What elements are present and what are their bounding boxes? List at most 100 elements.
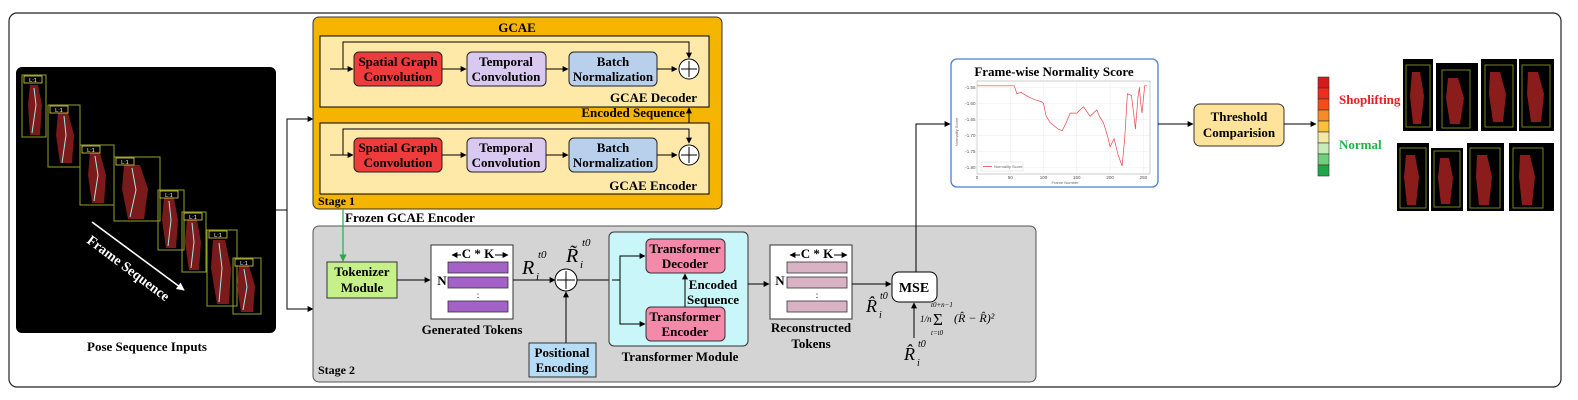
chart-xtick-label: 100 [1040, 175, 1048, 180]
formula-sum-bot: t=t0 [931, 329, 944, 337]
frame-sequence-arrow [91, 221, 185, 291]
frame-tag-text: L:1 [55, 108, 63, 114]
frame-tag [49, 105, 69, 114]
formula-sigma: Σ [933, 310, 943, 329]
positional-label: Positional [535, 345, 590, 360]
frozen-encoder-label: Frozen GCAE Encoder [345, 210, 475, 225]
mse-to-chart-arrow [915, 121, 951, 272]
skeleton [93, 155, 99, 202]
transformer-encoded-label: Encoded [689, 277, 738, 292]
thumbnail-figure [1476, 155, 1492, 205]
scale-cell [1317, 87, 1330, 100]
transformer-decoder-label: Transformer [649, 241, 720, 256]
transformer-caption: Transformer Module [622, 349, 739, 364]
pose-frame [113, 156, 161, 222]
chart-series-line [977, 85, 1148, 167]
scale-cell [1317, 153, 1330, 166]
block-label: Spatial Graph [358, 140, 438, 155]
decoder-skip-line [342, 41, 692, 69]
threshold-label: Comparision [1203, 125, 1276, 140]
scale-cell [1317, 98, 1330, 111]
pose-frame [181, 211, 207, 273]
pose-frame [47, 104, 81, 168]
chart-ytick-label: -1.80 [965, 165, 976, 170]
thumbnail-box [1484, 64, 1514, 128]
positional-encoding [528, 342, 597, 378]
reconstructed-token [786, 300, 848, 313]
generated-token [447, 261, 509, 274]
formula-frac: 1/n [920, 314, 932, 324]
shoplifting-label: Shoplifting [1339, 92, 1401, 107]
skeleton [61, 115, 67, 164]
thumbnail-box [1405, 64, 1431, 128]
scale-cell [1317, 164, 1330, 177]
reconstructed-token [786, 261, 848, 274]
scale-cell [1317, 109, 1330, 122]
transformer-decoder-label: Decoder [662, 256, 708, 271]
thumbnail-box [1399, 147, 1427, 209]
mse-label: MSE [899, 281, 929, 296]
scale-cell [1317, 131, 1330, 144]
skeleton [167, 200, 172, 247]
pose-sequence-panel: L:1 L:1 L:1 L:1 L:1 L:1 L:1 L:1 Frame Se… [16, 67, 276, 354]
pose-frame-tags: L:1 L:1 L:1 L:1 L:1 L:1 L:1 L:1 [23, 75, 254, 267]
r-tilde-subscript: i [580, 259, 583, 271]
thumbnail-box [1512, 147, 1544, 209]
pose-body [237, 266, 255, 312]
transformer-decoder [645, 238, 726, 274]
r-tilde-superscript: t0 [582, 237, 591, 249]
r-hat-input-superscript: t0 [918, 339, 926, 350]
chart-title: Frame-wise Normality Score [974, 64, 1134, 79]
transformer-encoder-label: Transformer [649, 309, 720, 324]
thumbnail-figure [1519, 155, 1535, 205]
threshold-label: Threshold [1211, 109, 1269, 124]
reconstructed-n-label: N [775, 273, 785, 288]
frame-tag [183, 212, 203, 221]
chart-ylabel: Normality Score [954, 117, 959, 146]
pose-skeletons [31, 87, 248, 311]
tokenizer-module [326, 261, 398, 299]
chart-ytick-label: -1.70 [965, 133, 976, 138]
chart-legend-box [980, 161, 1024, 172]
block-label: Convolution [472, 155, 541, 170]
thumbnail-figure [1527, 72, 1544, 122]
thumbnail-figure [1404, 155, 1419, 205]
dim-label-bg [800, 248, 834, 261]
thumbnail-figure [1446, 78, 1464, 124]
frame-tag [23, 75, 43, 84]
threshold-comparision [1193, 103, 1285, 147]
chart-ytick-label: -1.75 [965, 149, 976, 154]
generated-tokens-caption: Generated Tokens [422, 322, 523, 337]
formula-sum-top: t0+n−1 [931, 301, 953, 309]
chart-xtick-label: 50 [1008, 175, 1014, 180]
reconstructed-caption: Reconstructed [771, 320, 852, 335]
reconstructed-caption: Tokens [791, 336, 830, 351]
scale-cell [1317, 120, 1330, 133]
pose-body [88, 153, 106, 203]
reconstructed-dim-label: C * K [801, 246, 834, 261]
skeleton [242, 268, 248, 311]
scale-cell [1317, 76, 1330, 89]
generated-dots: : [477, 290, 480, 300]
transformer-branch [612, 253, 646, 281]
block-label: Normalization [573, 155, 654, 170]
frame-tag [115, 157, 135, 166]
thumbnail-box [1521, 64, 1551, 128]
skeleton [129, 167, 137, 218]
branch-line [286, 210, 314, 312]
chart-xtick-label: 150 [1073, 175, 1081, 180]
pose-frame [206, 229, 238, 307]
thumbnail-figure [1438, 158, 1453, 204]
stage1-label: Stage 1 [318, 194, 355, 208]
gcae-title: GCAE [498, 20, 536, 35]
generated-token [447, 276, 509, 289]
generated-dim-label: C * K [462, 246, 495, 261]
skeleton [190, 222, 195, 269]
r-symbol: R [521, 257, 534, 279]
branch-line [276, 116, 314, 211]
pose-frames [21, 74, 262, 315]
transformer-encoder-label: Encoder [662, 324, 709, 339]
pose-body [162, 198, 178, 248]
